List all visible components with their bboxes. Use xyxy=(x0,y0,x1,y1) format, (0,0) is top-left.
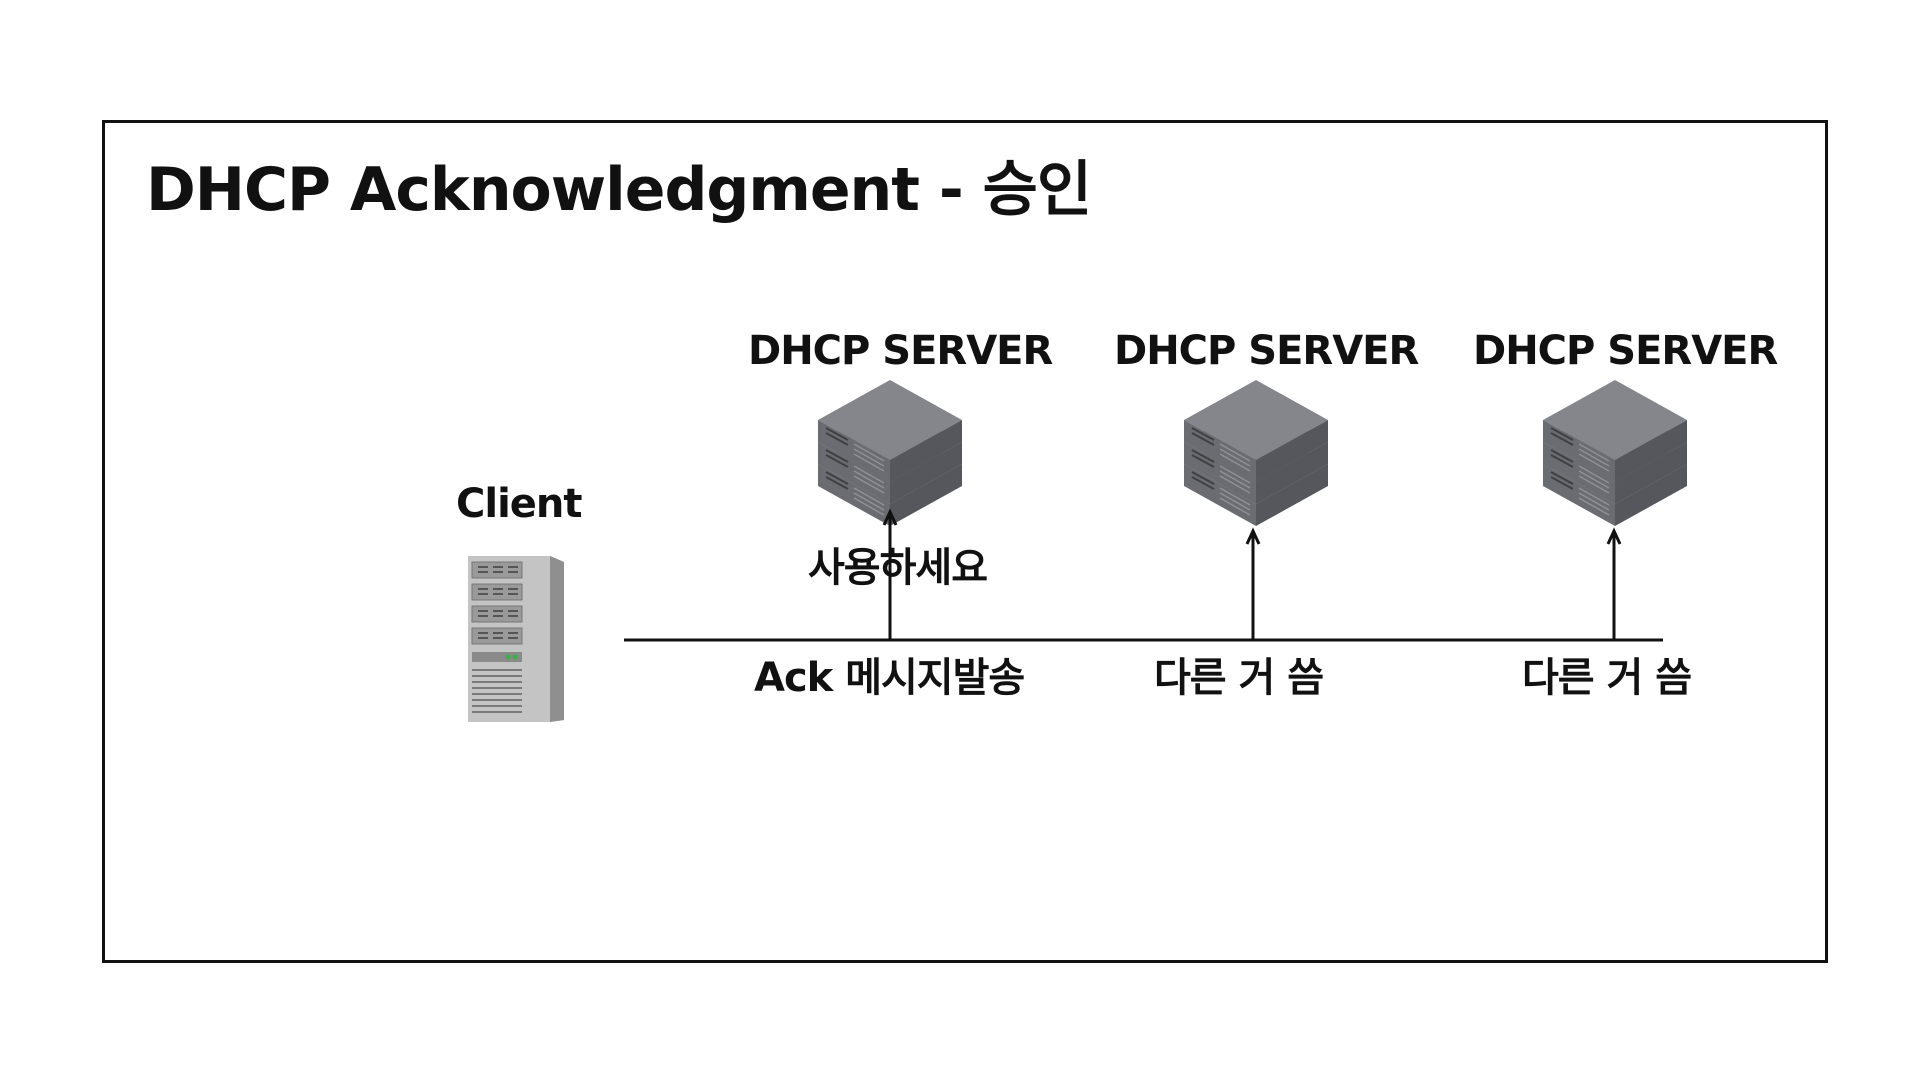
diagram-frame xyxy=(102,120,1828,963)
diagram-title: DHCP Acknowledgment - 승인 xyxy=(146,155,1092,225)
server-label: DHCP SERVER xyxy=(748,328,1053,374)
ack-message-below: Ack 메시지발송 xyxy=(754,655,1025,701)
arrow-to-server-3 xyxy=(1606,527,1622,640)
server-3-message: 다른 거 씀 xyxy=(1522,655,1692,701)
rack-server-icon xyxy=(1184,380,1328,526)
server-2-message: 다른 거 씀 xyxy=(1154,655,1324,701)
ack-message-above: 사용하세요 xyxy=(808,545,988,591)
ack-arrow xyxy=(882,508,898,640)
arrow-to-server-2 xyxy=(1245,527,1261,640)
client-label: Client xyxy=(456,481,583,527)
server-label: DHCP SERVER xyxy=(1473,328,1778,374)
tower-server-icon xyxy=(468,556,564,722)
rack-server-icon xyxy=(818,380,962,526)
rack-server-icon xyxy=(1543,380,1687,526)
server-label: DHCP SERVER xyxy=(1114,328,1419,374)
